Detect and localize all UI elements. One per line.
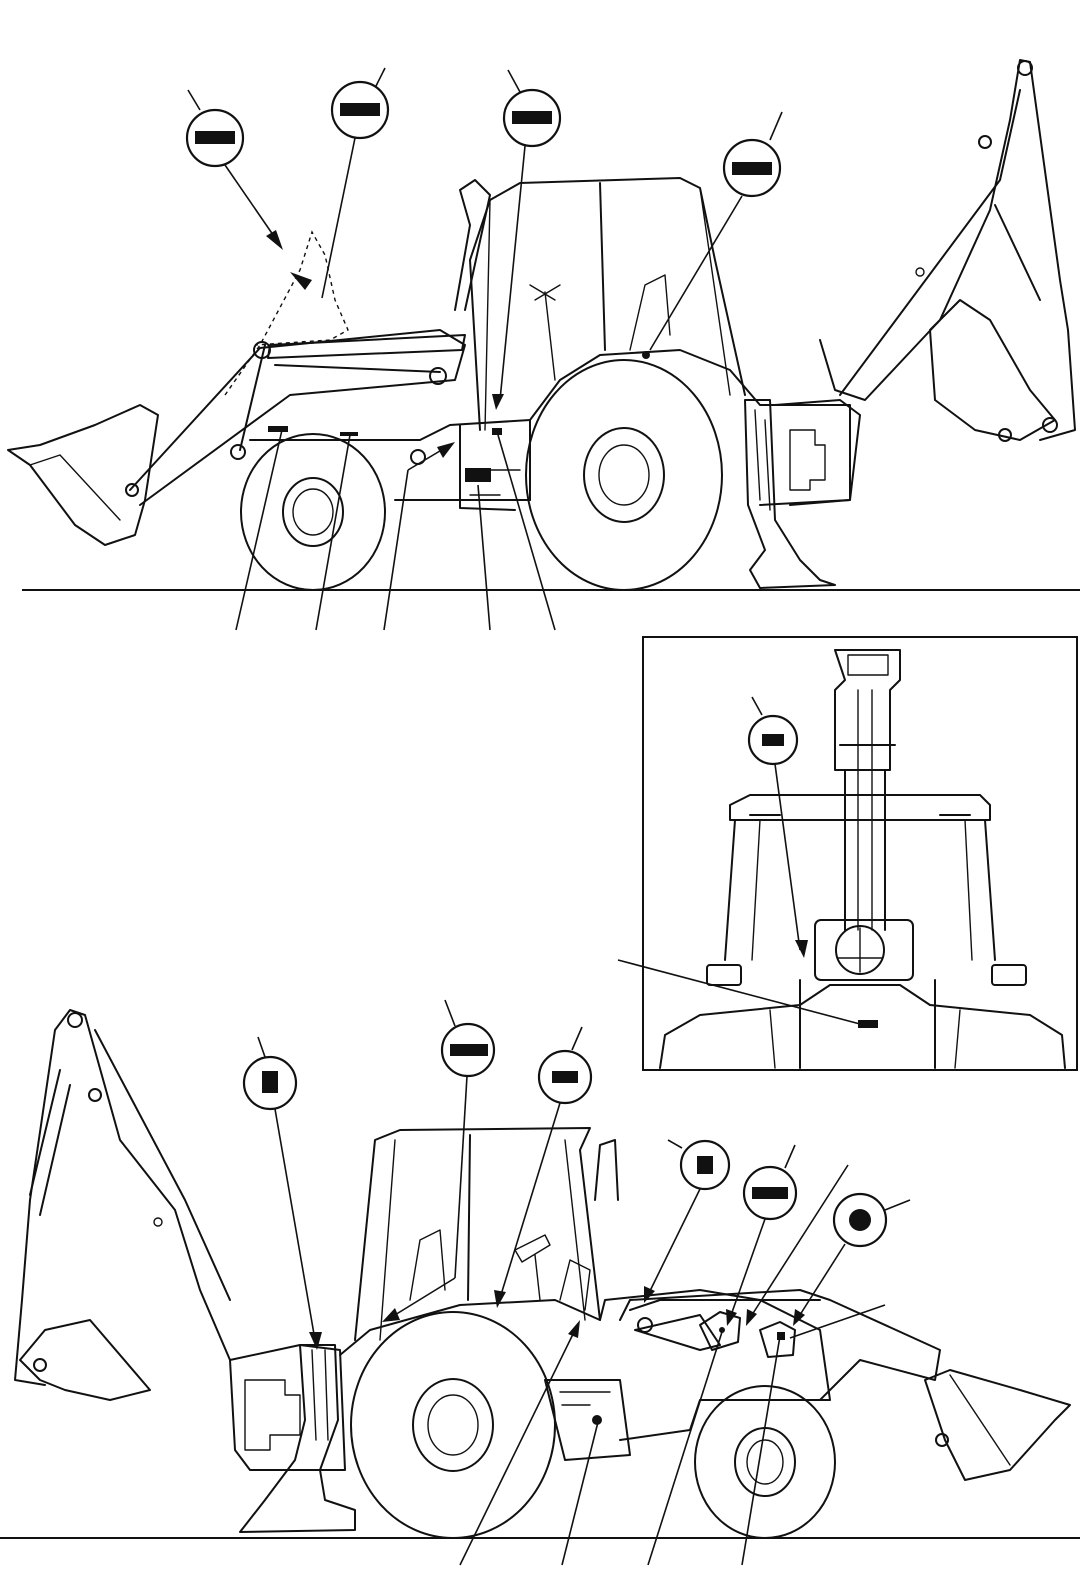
decal-mark — [492, 428, 502, 435]
backhoe-boom — [819, 59, 1076, 441]
leader-b8 — [789, 1304, 886, 1339]
front-wheel-right-view — [694, 1385, 836, 1539]
cab-right-view — [354, 1127, 601, 1341]
decal-mark — [268, 426, 288, 432]
callout-b1 — [242, 1036, 322, 1350]
rear-view-inset — [617, 636, 1078, 1071]
callout-inset — [747, 696, 808, 958]
rear-wheel-left-view — [525, 359, 723, 591]
stabilizer-right-view — [239, 1344, 356, 1533]
inset-frame — [642, 636, 1078, 1071]
leader-b7 — [749, 1164, 849, 1319]
callout-2 — [290, 67, 390, 299]
backhoe-right-view — [14, 1009, 231, 1386]
bottom-leaders-bottom-view — [459, 1320, 781, 1566]
callout-b6 — [793, 1192, 911, 1326]
callout-1 — [185, 89, 283, 250]
callout-b2 — [382, 999, 496, 1322]
decal-mark — [858, 1020, 878, 1028]
chassis — [249, 349, 851, 506]
loader-arm — [129, 329, 466, 506]
bottom-leaders-top-view — [235, 429, 556, 631]
rear-wheel-right-view — [350, 1311, 556, 1539]
dashed-raised-area — [224, 230, 349, 396]
callout-b5 — [726, 1144, 798, 1326]
decal-mark — [592, 1415, 602, 1425]
leader-inset-external — [617, 959, 861, 1025]
callout-3 — [492, 69, 562, 410]
left-side-view — [7, 59, 1080, 631]
front-bucket — [7, 404, 159, 546]
callout-b3 — [494, 1026, 593, 1308]
front-bucket-right-view — [924, 1369, 1071, 1481]
decal-mark — [642, 351, 650, 359]
backhoe-bucket-right-view — [19, 1319, 151, 1401]
decal-mark — [465, 468, 491, 482]
loader-arm-right-view — [619, 1289, 941, 1401]
right-side-view — [0, 999, 1080, 1566]
cab — [469, 177, 746, 431]
front-wheel-left-view — [240, 433, 386, 591]
callout-b4 — [644, 1139, 731, 1303]
decal-mark — [340, 432, 358, 436]
stabilizer-left-view — [744, 399, 836, 589]
callout-4 — [649, 111, 783, 351]
backhoe-bucket — [929, 299, 1056, 441]
